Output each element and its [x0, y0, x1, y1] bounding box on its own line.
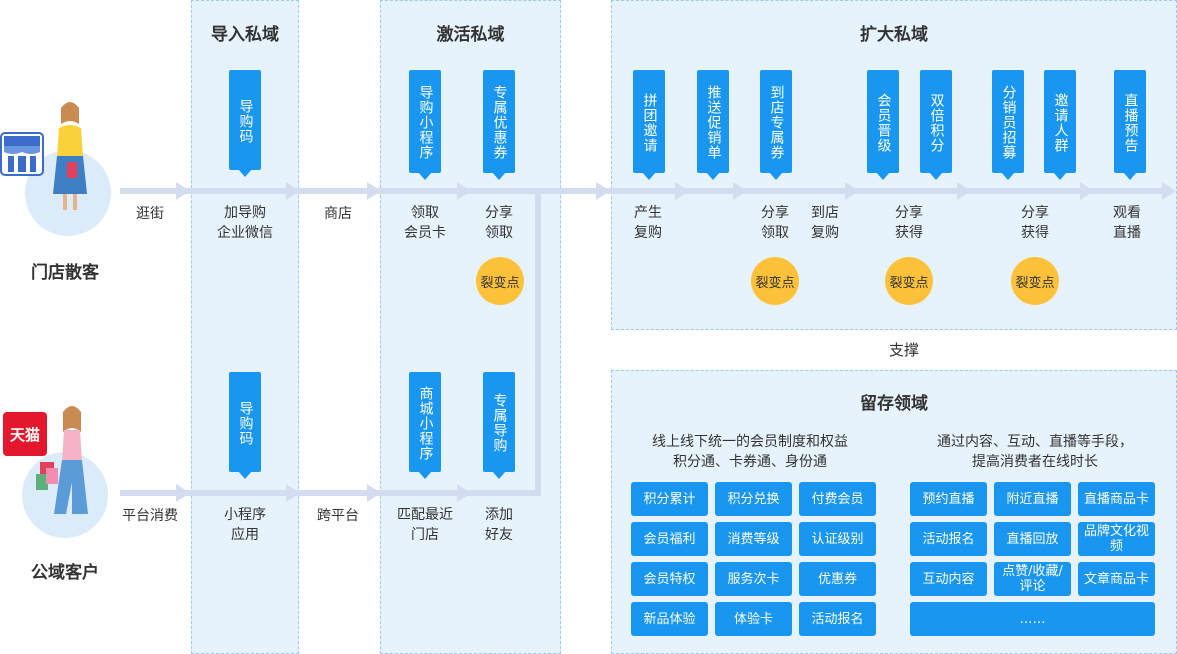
tmall-badge-label: 天猫	[9, 425, 40, 444]
import-title: 导入私域	[211, 25, 279, 45]
expand-tag-promo: 推送促销单	[697, 70, 729, 180]
activate-top-label-2: 分享 领取	[485, 205, 513, 241]
expand-tag-double-points: 双倍积分	[920, 70, 952, 180]
activate-top-tag-1: 导购小程序	[409, 70, 441, 180]
cell-live-product-card: 直播商品卡	[1078, 482, 1155, 516]
store-customer-name: 门店散客	[31, 263, 99, 283]
activate-fission-point: 裂变点	[476, 257, 524, 305]
expand-label-share-gain-2: 分享 获得	[1021, 205, 1049, 241]
expand-title: 扩大私域	[860, 25, 928, 45]
cell-paid-member: 付费会员	[799, 482, 876, 516]
retain-left-heading: 线上线下统一的会员制度和权益 积分通、卡券通、身份通	[652, 434, 848, 470]
cell-live-replay: 直播回放	[994, 522, 1071, 556]
expand-fission-point-3: 裂变点	[1011, 257, 1059, 305]
cell-member-privilege: 会员特权	[631, 562, 708, 596]
channel-store: 商店	[324, 206, 352, 222]
activate-top-tag-2: 专属优惠券	[483, 70, 515, 180]
cell-like-fav-comment: 点赞/收藏/ 评论	[994, 562, 1071, 596]
expand-fission-point-2: 裂变点	[885, 257, 933, 305]
cell-new-product-trial: 新品体验	[631, 602, 708, 636]
expand-tag-invite-group: 邀请人群	[1044, 70, 1076, 180]
expand-label-share-claim: 分享 领取	[761, 205, 789, 241]
cell-interactive-content: 互动内容	[910, 562, 987, 596]
tmall-badge-icon: 天猫	[3, 412, 47, 456]
woman-shopper-icon	[53, 102, 87, 210]
import-bottom-tag: 导购码	[229, 372, 261, 479]
public-customer-name: 公域客户	[31, 563, 99, 583]
cell-coupon: 优惠券	[799, 562, 876, 596]
expand-fission-point-1: 裂变点	[751, 257, 799, 305]
channel-stroll: 逛街	[136, 206, 164, 222]
cell-spend-level: 消费等级	[715, 522, 792, 556]
retain-title: 留存领域	[860, 394, 928, 414]
cell-points-redeem: 积分兑换	[715, 482, 792, 516]
channel-cross-platform: 跨平台	[317, 508, 359, 524]
woman-with-bags-icon	[36, 406, 88, 514]
expand-tag-member-upgrade: 会员晋级	[867, 70, 899, 180]
storefront-icon	[0, 132, 44, 176]
activate-bottom-label-2: 添加 好友	[485, 507, 513, 543]
expand-label-repurchase: 产生 复购	[634, 205, 662, 241]
channel-platform: 平台消费	[122, 508, 178, 524]
activate-title: 激活私域	[436, 25, 505, 45]
cell-event-signup-right: 活动报名	[910, 522, 987, 556]
cell-trial-card: 体验卡	[715, 602, 792, 636]
import-bottom-label: 小程序 应用	[224, 507, 266, 543]
expand-tag-group-buy: 拼团邀请	[633, 70, 665, 180]
cell-more: ……	[910, 602, 1155, 636]
cell-points-accumulate: 积分累计	[631, 482, 708, 516]
cell-cert-level: 认证级别	[799, 522, 876, 556]
expand-label-share-gain-1: 分享 获得	[895, 205, 923, 241]
retain-right-heading: 通过内容、互动、直播等手段， 提高消费者在线时长	[937, 434, 1133, 470]
expand-label-watch-live: 观看 直播	[1113, 205, 1141, 241]
expand-tag-distributor: 分销员招募	[992, 70, 1024, 180]
expand-tag-live-preview: 直播预告	[1114, 70, 1146, 180]
cell-nearby-live: 附近直播	[994, 482, 1071, 516]
cell-article-product-card: 文章商品卡	[1078, 562, 1155, 596]
cell-member-benefits: 会员福利	[631, 522, 708, 556]
support-label: 支撑	[888, 341, 919, 359]
expand-tag-store-coupon: 到店专属券	[760, 70, 792, 180]
activate-bottom-tag-2: 专属导购	[483, 372, 515, 479]
cell-live-reserve: 预约直播	[910, 482, 987, 516]
cell-brand-video: 品牌文化视频	[1078, 522, 1155, 556]
activate-bottom-tag-1: 商城小程序	[409, 372, 441, 479]
cell-event-signup-left: 活动报名	[799, 602, 876, 636]
activate-top-label-1: 领取 会员卡	[404, 205, 446, 241]
expand-label-store-repurchase: 到店 复购	[811, 205, 839, 241]
activate-bottom-label-1: 匹配最近 门店	[397, 507, 453, 543]
import-top-tag: 导购码	[229, 70, 261, 177]
cell-service-card: 服务次卡	[715, 562, 792, 596]
import-top-label: 加导购 企业微信	[217, 205, 273, 241]
